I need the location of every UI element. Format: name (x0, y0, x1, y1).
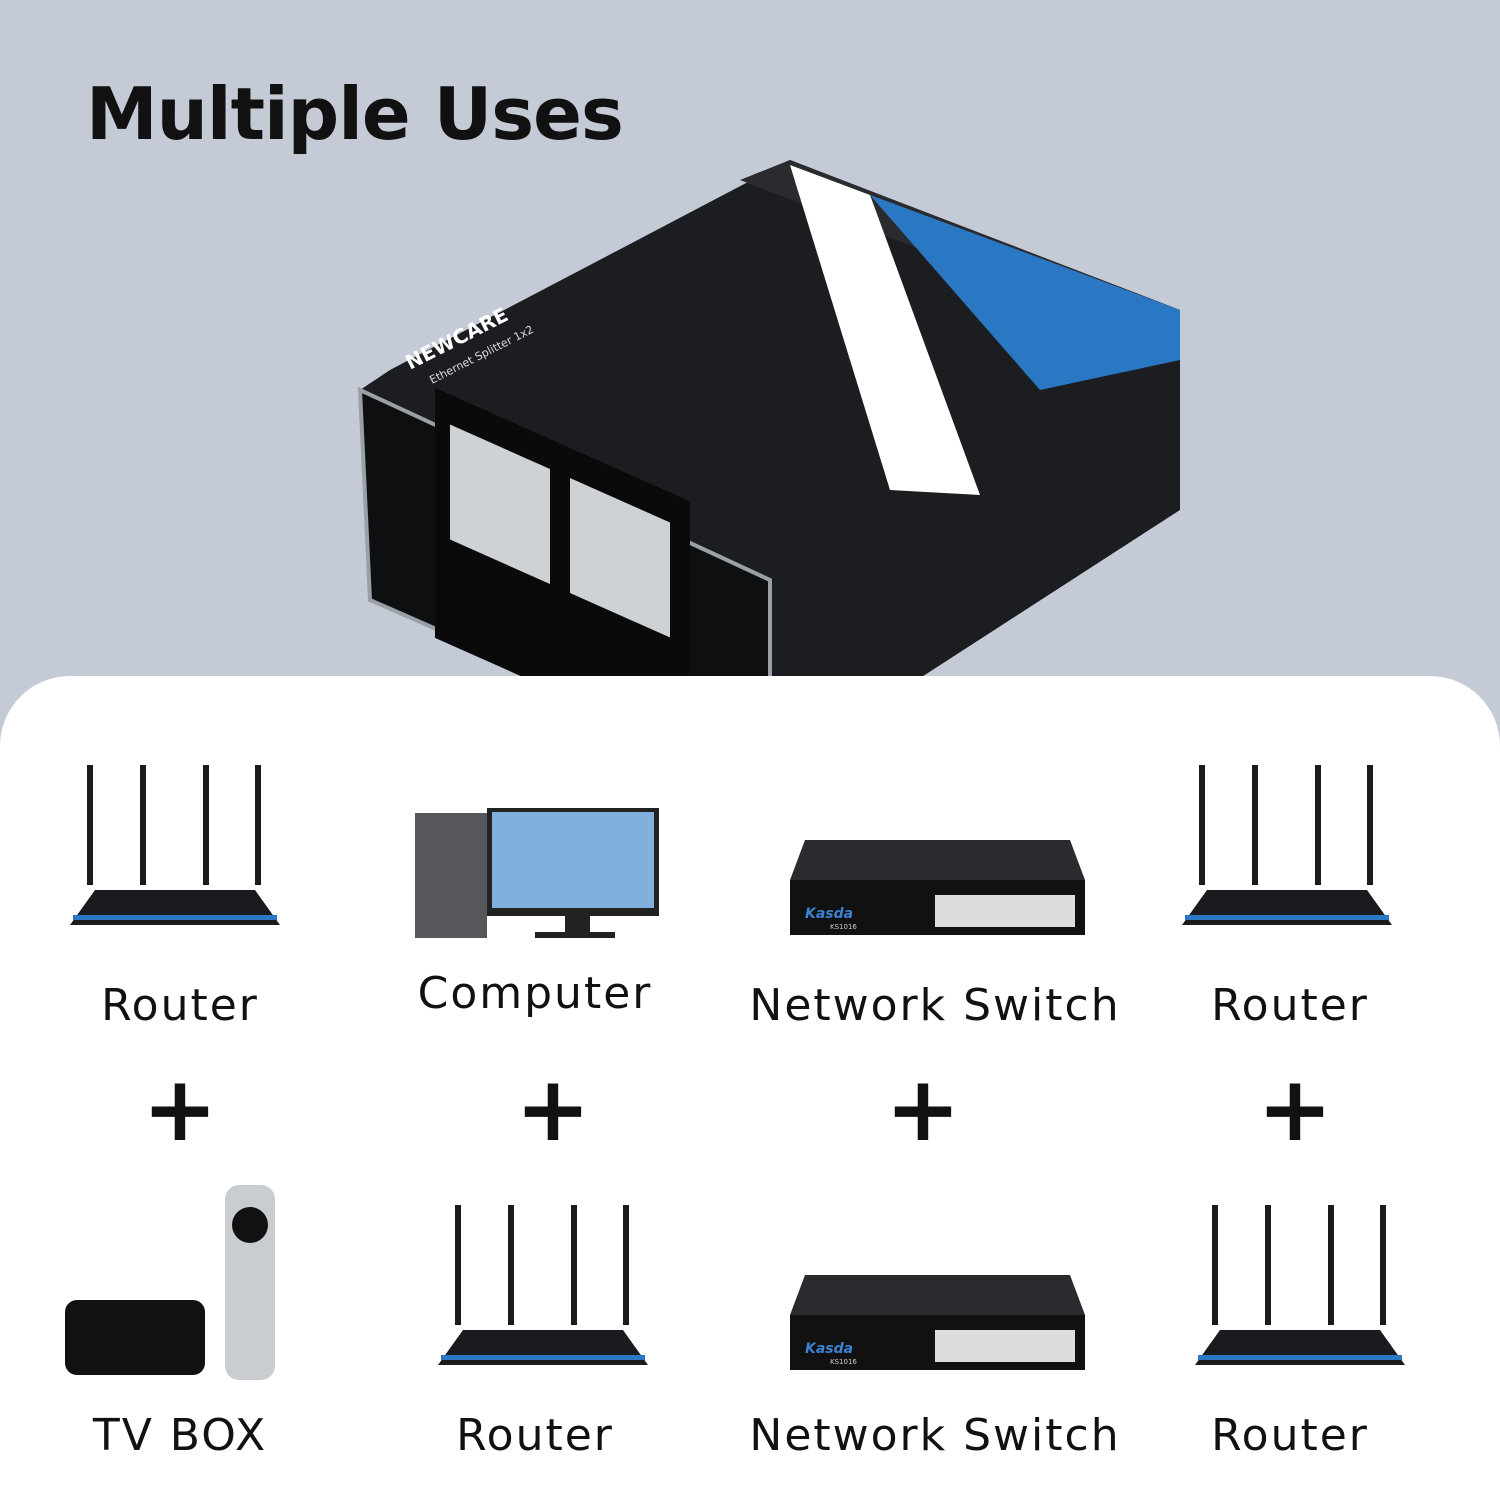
plus-icon: + (142, 1057, 218, 1162)
device-label: Router (1211, 980, 1369, 1031)
plus-icon: + (885, 1057, 961, 1162)
device-label: Computer (417, 968, 653, 1019)
plus-icon: + (515, 1057, 591, 1162)
switch-model: KS1016 (830, 1358, 857, 1366)
device-label: Network Switch (749, 1410, 1121, 1461)
switch-brand: Kasda (805, 1341, 853, 1357)
tv-box-image (65, 1185, 275, 1380)
router-image (438, 1205, 648, 1365)
computer-image (415, 808, 659, 938)
device-label: Network Switch (749, 980, 1121, 1031)
router-image (70, 765, 280, 925)
use-pair-4: Router + Router (1110, 760, 1470, 1461)
switch-brand: Kasda (805, 906, 853, 922)
device-label: Router (456, 1410, 614, 1461)
device-label: Router (101, 980, 259, 1031)
device-label: TV BOX (92, 1410, 268, 1461)
router-image (1182, 765, 1392, 925)
page-title: Multiple Uses (86, 72, 624, 156)
use-pair-1: Router + TV BOX (0, 760, 360, 1461)
switch-model: KS1016 (830, 923, 857, 931)
use-pair-2: Computer + Router (355, 760, 715, 1461)
plus-icon: + (1257, 1057, 1333, 1162)
router-image (1195, 1205, 1405, 1365)
device-label: Router (1211, 1410, 1369, 1461)
